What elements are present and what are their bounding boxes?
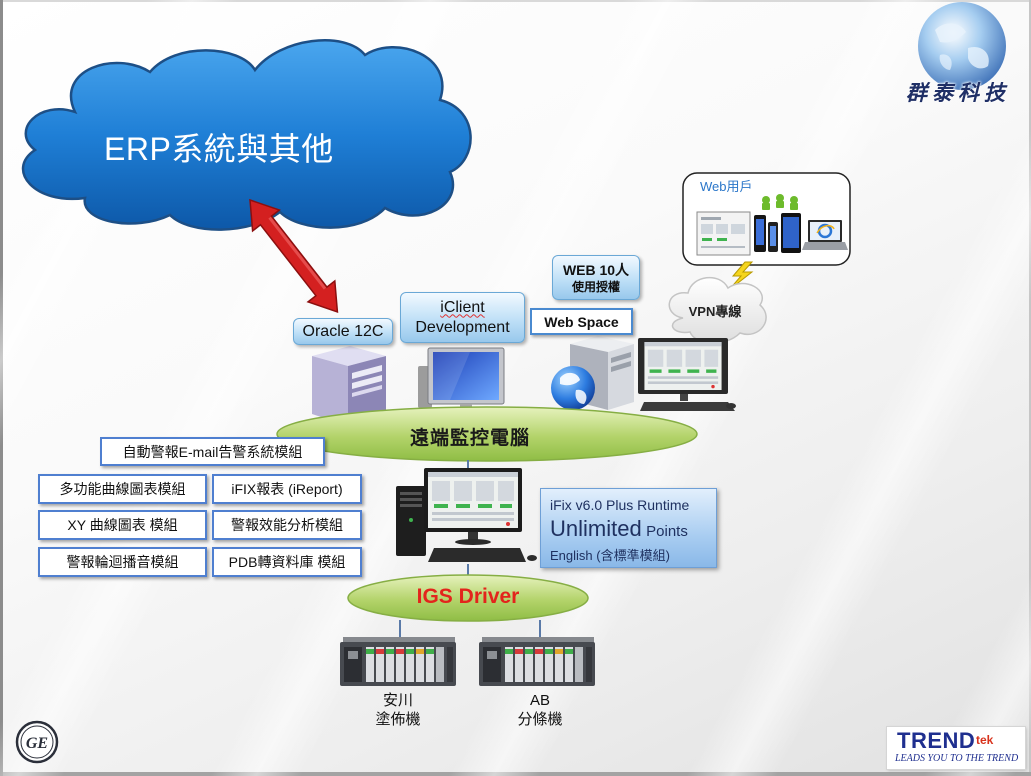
web-license-line2: 使用授權: [571, 279, 620, 294]
module-box: XY 曲線圖表 模組: [38, 510, 207, 540]
module-box: PDB轉資料庫 模組: [212, 547, 362, 577]
erp-oracle-double-arrow-icon: [249, 198, 339, 313]
vpn-label: VPN專線: [688, 304, 742, 319]
ge-logo-text: GE: [26, 735, 48, 752]
ge-monogram-icon: GE: [15, 720, 59, 764]
trendtek-brand-suffix: tek: [976, 733, 994, 747]
plc-label: 安川 塗佈機: [358, 691, 438, 729]
remote-pc-label: 遠端監控電腦: [409, 428, 530, 449]
plc-label-line1: AB: [529, 692, 550, 709]
plc-rack-icon: [479, 637, 595, 686]
module-box: 自動警報E-mail告警系統模組: [100, 437, 325, 466]
web-users-label: Web用戶: [700, 179, 753, 194]
web-space-box: Web Space: [530, 308, 633, 335]
trendtek-logo: TREND tek LEADS YOU TO THE TREND: [887, 727, 1025, 769]
server-tower-icon: [312, 346, 386, 426]
module-box: 多功能曲線圖表模組: [38, 474, 207, 504]
module-label: 警報效能分析模組: [231, 517, 343, 533]
module-box: 警報效能分析模組: [212, 510, 362, 540]
module-box: iFIX報表 (iReport): [212, 474, 362, 504]
tablet-icon: [781, 213, 801, 253]
workstation-icon: [638, 338, 736, 411]
lightning-icon: [728, 261, 754, 291]
hmi-panel-icon: [696, 211, 751, 256]
module-label: XY 曲線圖表 模組: [67, 517, 178, 533]
igs-driver-ellipse: [347, 574, 589, 622]
erp-cloud: [21, 39, 472, 231]
iclient-box: iClient Development: [400, 292, 525, 343]
trendtek-brand-main: TREND: [897, 728, 976, 753]
android-icon: [762, 194, 798, 210]
igs-driver-label: IGS Driver: [416, 585, 520, 608]
company-globe-icon: [918, 2, 1006, 90]
module-label: 多功能曲線圖表模組: [59, 481, 186, 497]
ifix-points-large: Unlimited: [550, 516, 642, 541]
web-server-globe-icon: [551, 336, 634, 410]
smartphone-icon: [754, 215, 778, 252]
laptop-icon: [802, 220, 848, 250]
iclient-line2: Development: [415, 318, 510, 336]
module-label: 自動警報E-mail告警系統模組: [122, 443, 303, 460]
remote-pc-ellipse: [276, 406, 698, 462]
oracle-label: Oracle 12C: [302, 322, 384, 340]
ifix-license-box: iFix v6.0 Plus Runtime Unlimited Points …: [540, 488, 717, 568]
module-label: iFIX報表 (iReport): [231, 481, 343, 497]
plc-rack-icon: [340, 637, 456, 686]
web-license-box: WEB 10人 使用授權: [552, 255, 640, 300]
module-box: 警報輪迴播音模組: [38, 547, 207, 577]
iclient-line1: iClient: [440, 298, 485, 316]
plc-label-line2: 塗佈機: [375, 711, 421, 728]
ifix-points-small: Points: [646, 523, 688, 540]
lcd-monitor-icon: [418, 347, 505, 418]
ifix-language: English (含標準模組): [550, 548, 670, 563]
plc-label: AB 分條機: [500, 691, 580, 729]
plc-label-line2: 分條機: [517, 711, 563, 728]
vpn-cloud: [668, 276, 767, 344]
plc-label-line1: 安川: [382, 692, 413, 709]
module-label: PDB轉資料庫 模組: [228, 554, 346, 570]
web-license-line1: WEB 10人: [562, 261, 630, 278]
web-space-label: Web Space: [544, 313, 619, 330]
ifix-version: iFix v6.0 Plus Runtime: [550, 497, 690, 513]
ifix-points: Unlimited Points: [550, 515, 707, 546]
company-logo-text: 群泰科技: [906, 81, 1010, 105]
desktop-pc-icon: [396, 468, 537, 562]
trendtek-tagline: LEADS YOU TO THE TREND: [895, 753, 1019, 764]
erp-cloud-title: ERP系統與其他: [104, 131, 334, 167]
module-label: 警報輪迴播音模組: [66, 554, 179, 570]
oracle-box: Oracle 12C: [293, 318, 393, 345]
